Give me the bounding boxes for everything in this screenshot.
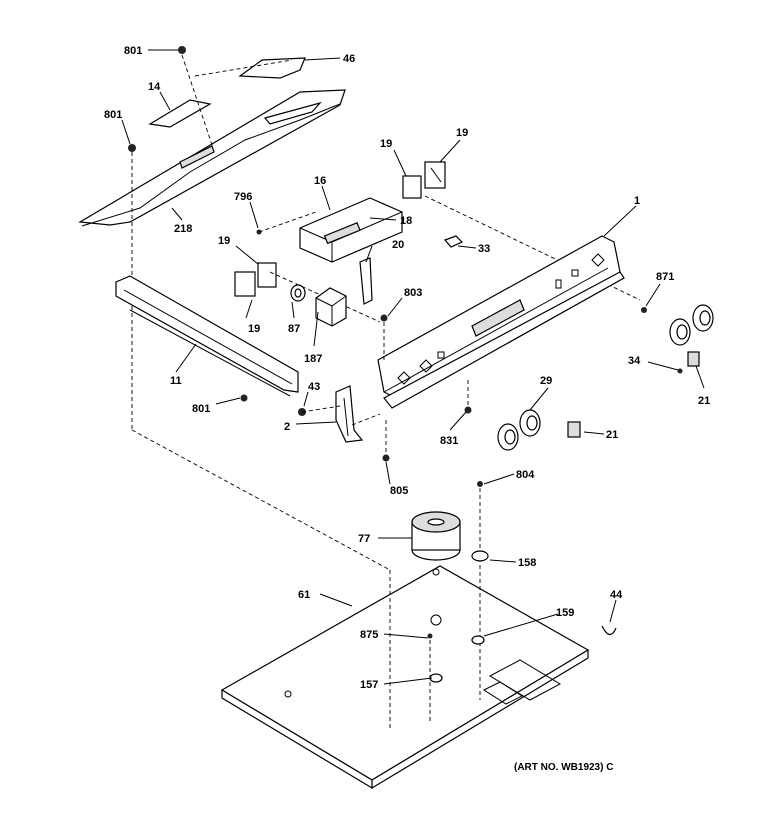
bracket-20 [359,257,373,305]
callout-29: 29 [540,375,552,387]
callout-19-c: 19 [218,235,230,247]
grommet-87 [290,284,306,302]
callout-labels: 801 46 14 801 218 796 16 18 19 19 19 20 … [104,45,710,773]
callout-801-left: 801 [104,109,122,121]
callout-801-top: 801 [124,45,142,57]
knob-insert-21-b [687,351,700,367]
callout-2: 2 [284,421,290,433]
callout-20: 20 [392,239,404,251]
switch-19-lower [234,262,277,297]
callout-187: 187 [304,353,322,365]
knob-insert-21-a [567,421,581,438]
callout-796: 796 [234,191,252,203]
callout-159: 159 [556,607,574,619]
switch-19-upper [402,161,446,199]
leader-lines [121,49,705,685]
callout-43: 43 [308,381,320,393]
trim-11 [115,275,299,397]
screw-801-top [178,46,186,54]
screw-801-left [128,144,136,152]
callout-18: 18 [400,215,412,227]
art-number: (ART NO. WB1923) C [514,762,613,773]
callout-46: 46 [343,53,355,65]
callout-19-b: 19 [456,127,468,139]
knob-21-right-b [692,304,714,332]
callout-1: 1 [634,195,640,207]
callout-19-a: 19 [380,138,392,150]
relay-187 [315,287,347,327]
callout-157: 157 [360,679,378,691]
callout-34: 34 [628,355,641,367]
knob-29-b [519,409,541,437]
insulation-pad-46 [238,57,306,79]
callout-14: 14 [148,81,161,93]
transformer-77 [411,511,461,561]
top-bracket-218 [78,89,346,227]
callout-158: 158 [518,557,536,569]
callout-21-right: 21 [698,395,710,407]
callout-805: 805 [390,485,408,497]
callout-61: 61 [298,589,310,601]
control-board-16 [299,197,403,263]
callout-831: 831 [440,435,458,447]
callout-21-low: 21 [606,429,618,441]
callout-871: 871 [656,271,674,283]
callout-875: 875 [360,629,378,641]
clip-158 [471,550,489,562]
callout-801-low: 801 [192,403,210,415]
control-panel-1 [377,235,625,409]
callout-77: 77 [358,533,370,545]
callout-19-d: 19 [248,323,260,335]
knob-21-right-a [669,318,691,346]
callout-804: 804 [516,469,535,481]
knob-29-a [497,423,519,451]
base-pan-61 [220,565,590,790]
bracket-2 [335,385,364,443]
callout-218: 218 [174,223,192,235]
insulation-pad-14 [148,99,212,128]
callout-803: 803 [404,287,422,299]
clip-44 [601,625,617,636]
callout-87: 87 [288,323,300,335]
callout-33: 33 [478,243,490,255]
callout-11: 11 [170,375,182,387]
clip-33 [443,235,464,248]
callout-16: 16 [314,175,326,187]
clip-159 [471,635,485,645]
callout-44: 44 [610,589,623,601]
